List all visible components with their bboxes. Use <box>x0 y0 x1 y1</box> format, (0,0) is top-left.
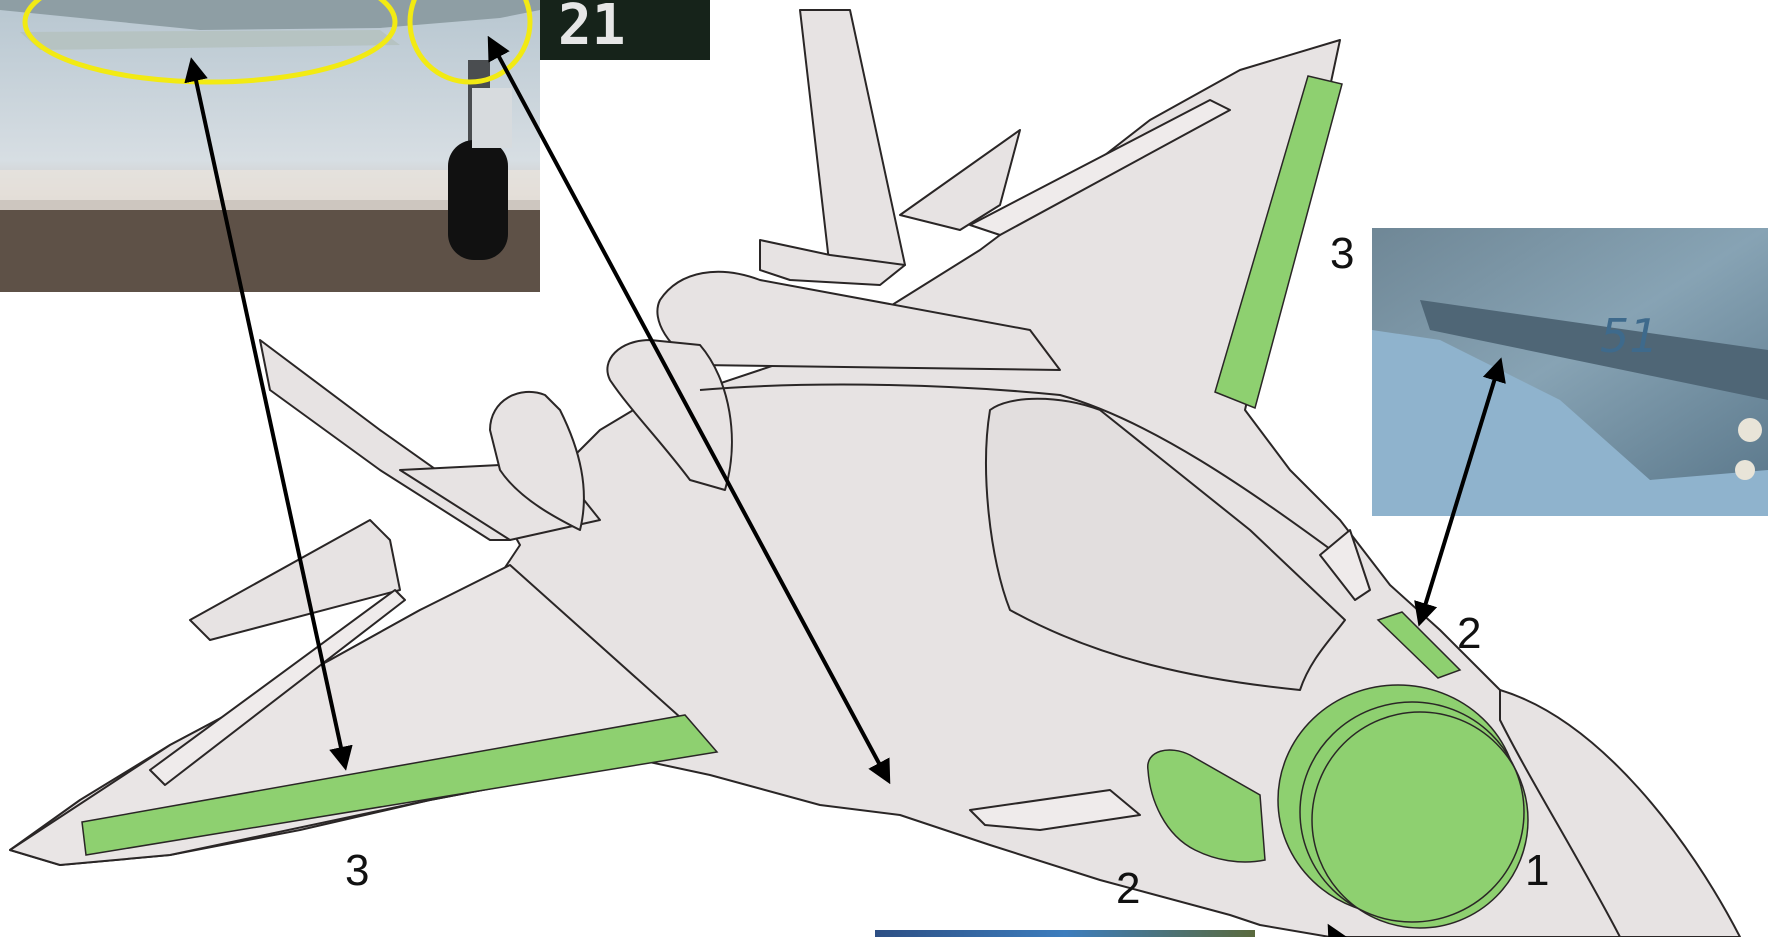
photo-right: 51 <box>1372 228 1768 516</box>
arrow-radar-bottom <box>1327 923 1350 937</box>
starboard-tailplane <box>899 129 1021 231</box>
photo-bottom <box>875 930 1255 937</box>
label-2-upper: 2 <box>1457 609 1481 658</box>
cheek-antenna-lower <box>1147 749 1266 863</box>
starboard-wing-flap <box>1319 529 1371 601</box>
highlight-ring-nose <box>407 0 533 85</box>
wing-leading-edge-antenna-upper <box>1214 75 1343 410</box>
cheek-antenna-upper <box>1376 611 1462 679</box>
label-1: 1 <box>1525 846 1549 895</box>
arrow-wing-edge <box>184 57 353 771</box>
tail-number-51: 51 <box>1600 309 1659 363</box>
radar-dish-rim <box>1299 701 1525 923</box>
ventral-fairing <box>969 789 1141 831</box>
arrow-cheek-antenna <box>1414 357 1506 627</box>
label-2-lower: 2 <box>1116 864 1140 913</box>
starboard-wing-strake <box>969 99 1231 236</box>
radar-dish-front <box>1311 711 1529 929</box>
tail-number-21: 21 <box>558 0 625 58</box>
starboard-fin <box>799 9 906 271</box>
connector-arrows <box>184 35 1506 937</box>
arrow-nose-edge <box>487 35 891 785</box>
label-3-upper: 3 <box>1330 229 1354 278</box>
number-labels: 3 2 1 2 3 <box>345 229 1549 913</box>
label-3-lower: 3 <box>345 846 369 895</box>
canopy <box>985 397 1346 691</box>
